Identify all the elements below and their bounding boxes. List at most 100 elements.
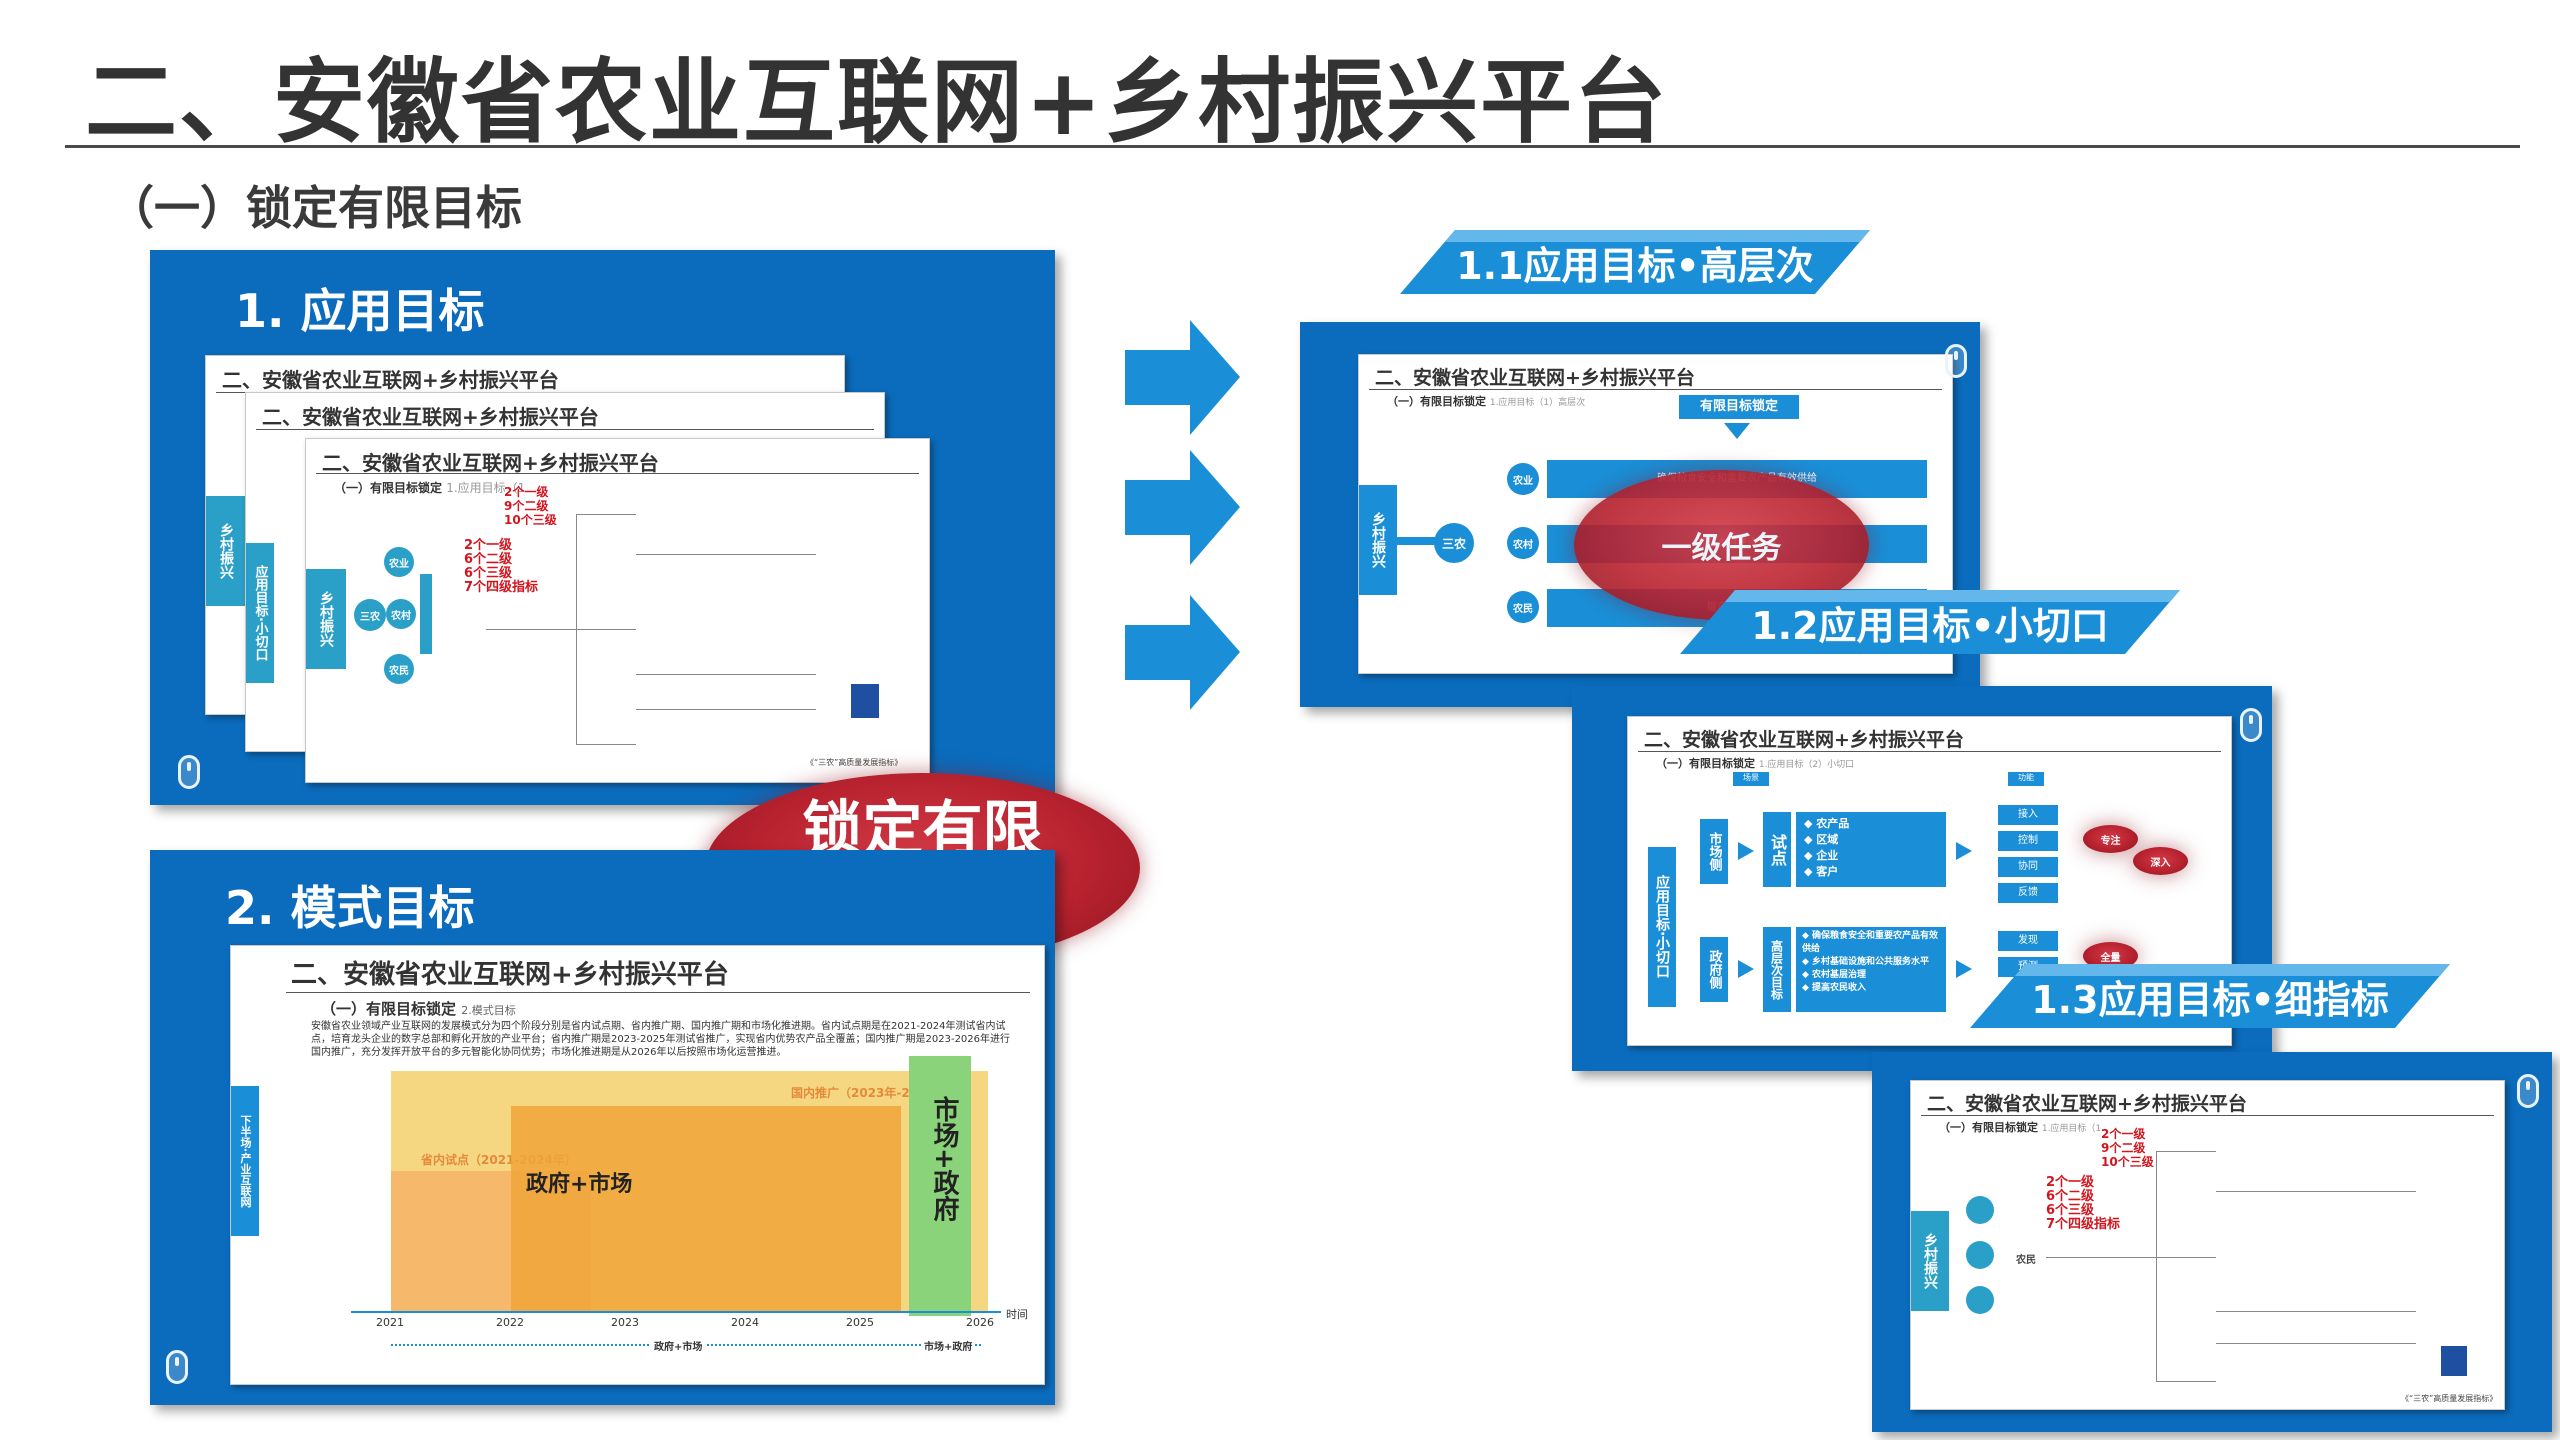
node-nongye: 农业: [384, 547, 414, 577]
tag-collab: 协同: [1998, 857, 2058, 877]
mode-slide[interactable]: 二、安徽省农业互联网+乡村振兴平台 （一）有限目标锁定 2.模式目标 安徽省农业…: [230, 945, 1045, 1385]
panel-detailed-indicators: 二、安徽省农业互联网+乡村振兴平台 （一）有限目标锁定 1.应用目标（1 2个一…: [1872, 1052, 2552, 1432]
banner-shape: [1680, 590, 2180, 654]
slide-title: 二、安徽省农业互联网+乡村振兴平台: [291, 960, 729, 990]
indicator-list-top: 2个一级 9个二级 10个三级: [504, 485, 557, 525]
mode-paragraph: 安徽省农业领域产业互联网的发展模式分为四个阶段分别是省内试点期、省内推广期、国内…: [311, 1021, 1011, 1058]
banner-shape: [1970, 964, 2450, 1028]
high-level-item: ◆ 乡村基础设施和公共服务水平: [1802, 957, 1930, 967]
slide-subtitle: （一）有限目标锁定 1.应用目标（2）小切口: [1656, 755, 1854, 771]
time-label: 时间: [1006, 1308, 1028, 1321]
slide-rule: [1921, 1115, 2494, 1116]
node-nongmin-small: 农民: [384, 654, 414, 684]
node-nongmin-small: [1966, 1286, 1994, 1314]
arrow-right-icon: [1125, 595, 1240, 710]
slide-subtitle-text: （一）有限目标锁定: [334, 481, 443, 495]
tree-line: [2216, 1311, 2416, 1312]
high-level-label: 高层次目标: [1763, 927, 1791, 1012]
tree-line: [2046, 1257, 2156, 1258]
tag-discover: 发现: [1998, 931, 2058, 951]
market-gov-label: 市场+政府: [929, 1096, 959, 1222]
gov-market-label: 政府+市场: [526, 1172, 633, 1197]
high-level-box: ◆ 确保粮食安全和重要农产品有效供给 ◆ 乡村基础设施和公共服务水平 ◆ 农村基…: [1796, 927, 1946, 1012]
high-level-item: ◆ 提高农民收入: [1802, 983, 1867, 993]
panel-mode-goals: 2. 模式目标 二、安徽省农业互联网+乡村振兴平台 （一）有限目标锁定 2.模式…: [150, 850, 1055, 1405]
tree-line: [576, 744, 636, 745]
arrow-right-icon: [1125, 320, 1240, 435]
tree-line: [2156, 1151, 2157, 1381]
slide-subtitle-text: （一）有限目标锁定: [1656, 757, 1755, 770]
oval-focus: 专注: [2083, 825, 2138, 853]
bottom-label-gov-market: 政府+市场: [651, 1338, 706, 1353]
tag-control: 控制: [1998, 831, 2058, 851]
banner-small-cut: 1.2应用目标•小切口: [1680, 590, 2180, 654]
tree-line: [636, 674, 816, 675]
banner-text: 1.1应用目标•高层次: [1456, 243, 1814, 288]
slide-subtitle: （一）有限目标锁定 1.应用目标（1: [334, 479, 525, 496]
year-2025: 2025: [846, 1316, 874, 1329]
side-label-small-cut: 应用目标·小切口: [1648, 847, 1676, 1007]
slide-title: 二、安徽省农业互联网+乡村振兴平台: [1927, 1093, 2247, 1115]
tree-line: [2156, 1151, 2216, 1152]
slide-rule: [1638, 751, 2221, 752]
side-label-rural: 乡村振兴: [206, 496, 246, 606]
trial-box: ◆ 农产品 ◆ 区域 ◆ 企业 ◆ 客户: [1796, 812, 1946, 887]
market-side-label: 市场侧: [1700, 819, 1728, 884]
gov-market-box: [511, 1106, 901, 1311]
top-header-function: 功能: [2008, 772, 2044, 786]
year-2024: 2024: [731, 1316, 759, 1329]
logo-badge: [2441, 1346, 2467, 1376]
node-nongcun: 农村: [386, 599, 416, 629]
slide-title: 二、安徽省农业互联网+乡村振兴平台: [322, 451, 659, 475]
slide-subtitle-small: 2.模式目标: [461, 1004, 516, 1017]
slide-rule: [286, 992, 1030, 993]
slide-subtitle-small: 1.应用目标（2）小切口: [1758, 760, 1855, 770]
banner-detailed-indicators: 1.3应用目标•细指标: [1970, 964, 2450, 1028]
slide-subtitle: （一）有限目标锁定 2.模式目标: [321, 998, 516, 1019]
market-gov-box: [909, 1056, 971, 1316]
mouse-icon: [1945, 344, 1967, 378]
trial-item: ◆ 农产品: [1804, 817, 1850, 830]
node-nongye: 农业: [1507, 463, 1539, 495]
title-divider: [65, 145, 2520, 148]
side-label-rural: 乡村振兴: [1359, 485, 1397, 595]
page-subtitle: （一）锁定有限目标: [108, 181, 522, 235]
bottom-label-market-gov: 市场+政府: [921, 1338, 976, 1353]
banner-text: 1.2应用目标•小切口: [1751, 603, 2109, 648]
logo-caption: 《“三农”高质量发展指标》: [2401, 1394, 2498, 1403]
node-bar: [420, 574, 432, 654]
year-2023: 2023: [611, 1316, 639, 1329]
tree-line: [2156, 1257, 2216, 1258]
slide-subtitle-small: 1.应用目标（1: [446, 481, 526, 495]
oval-deep: 深入: [2133, 847, 2188, 875]
tree-line: [576, 514, 636, 515]
node-nongye: [1966, 1196, 1994, 1224]
arrow-right-icon: [1956, 960, 1972, 978]
indicators-slide[interactable]: 二、安徽省农业互联网+乡村振兴平台 （一）有限目标锁定 1.应用目标（1 2个一…: [1910, 1080, 2505, 1410]
tree-line: [576, 629, 636, 630]
node-nongcun: [1966, 1241, 1994, 1269]
trial-item: ◆ 客户: [1804, 865, 1839, 878]
year-2022: 2022: [496, 1316, 524, 1329]
logo-caption: 《“三农”高质量发展指标》: [806, 758, 903, 767]
vertical-label-industry: 下半场·产业互联网: [231, 1086, 259, 1236]
slide-rule: [316, 473, 919, 474]
panel-application-goals: 1. 应用目标 二、安徽省农业互联网+乡村振兴平台 乡村振兴 二、安徽省农业互联…: [150, 250, 1055, 805]
trial-item: ◆ 企业: [1804, 849, 1839, 862]
slide-subtitle-small: 1.应用目标（1）高层次: [1489, 398, 1586, 408]
time-axis: [351, 1311, 1001, 1313]
node-sannong: 三农: [354, 599, 386, 631]
stacked-slide-3[interactable]: 二、安徽省农业互联网+乡村振兴平台 （一）有限目标锁定 1.应用目标（1 2个一…: [305, 438, 930, 783]
tag-access: 接入: [1998, 805, 2058, 825]
high-level-item: ◆ 确保粮食安全和重要农产品有效供给: [1802, 931, 1939, 954]
tree-line: [2216, 1191, 2416, 1192]
indicator-list: 2个一级 6个二级 6个三级 7个四级指标: [2046, 1175, 2121, 1232]
tree-line: [2156, 1381, 2216, 1382]
slide-rule: [1369, 389, 1942, 390]
slide-subtitle-text: （一）有限目标锁定: [321, 1000, 457, 1018]
tag-feedback: 反馈: [1998, 883, 2058, 903]
gov-side-label: 政府侧: [1700, 937, 1728, 1002]
arrow-right-icon: [1738, 842, 1754, 860]
small-cut-slide[interactable]: 二、安徽省农业互联网+乡村振兴平台 （一）有限目标锁定 1.应用目标（2）小切口…: [1627, 716, 2232, 1046]
mouse-icon: [2517, 1074, 2539, 1108]
